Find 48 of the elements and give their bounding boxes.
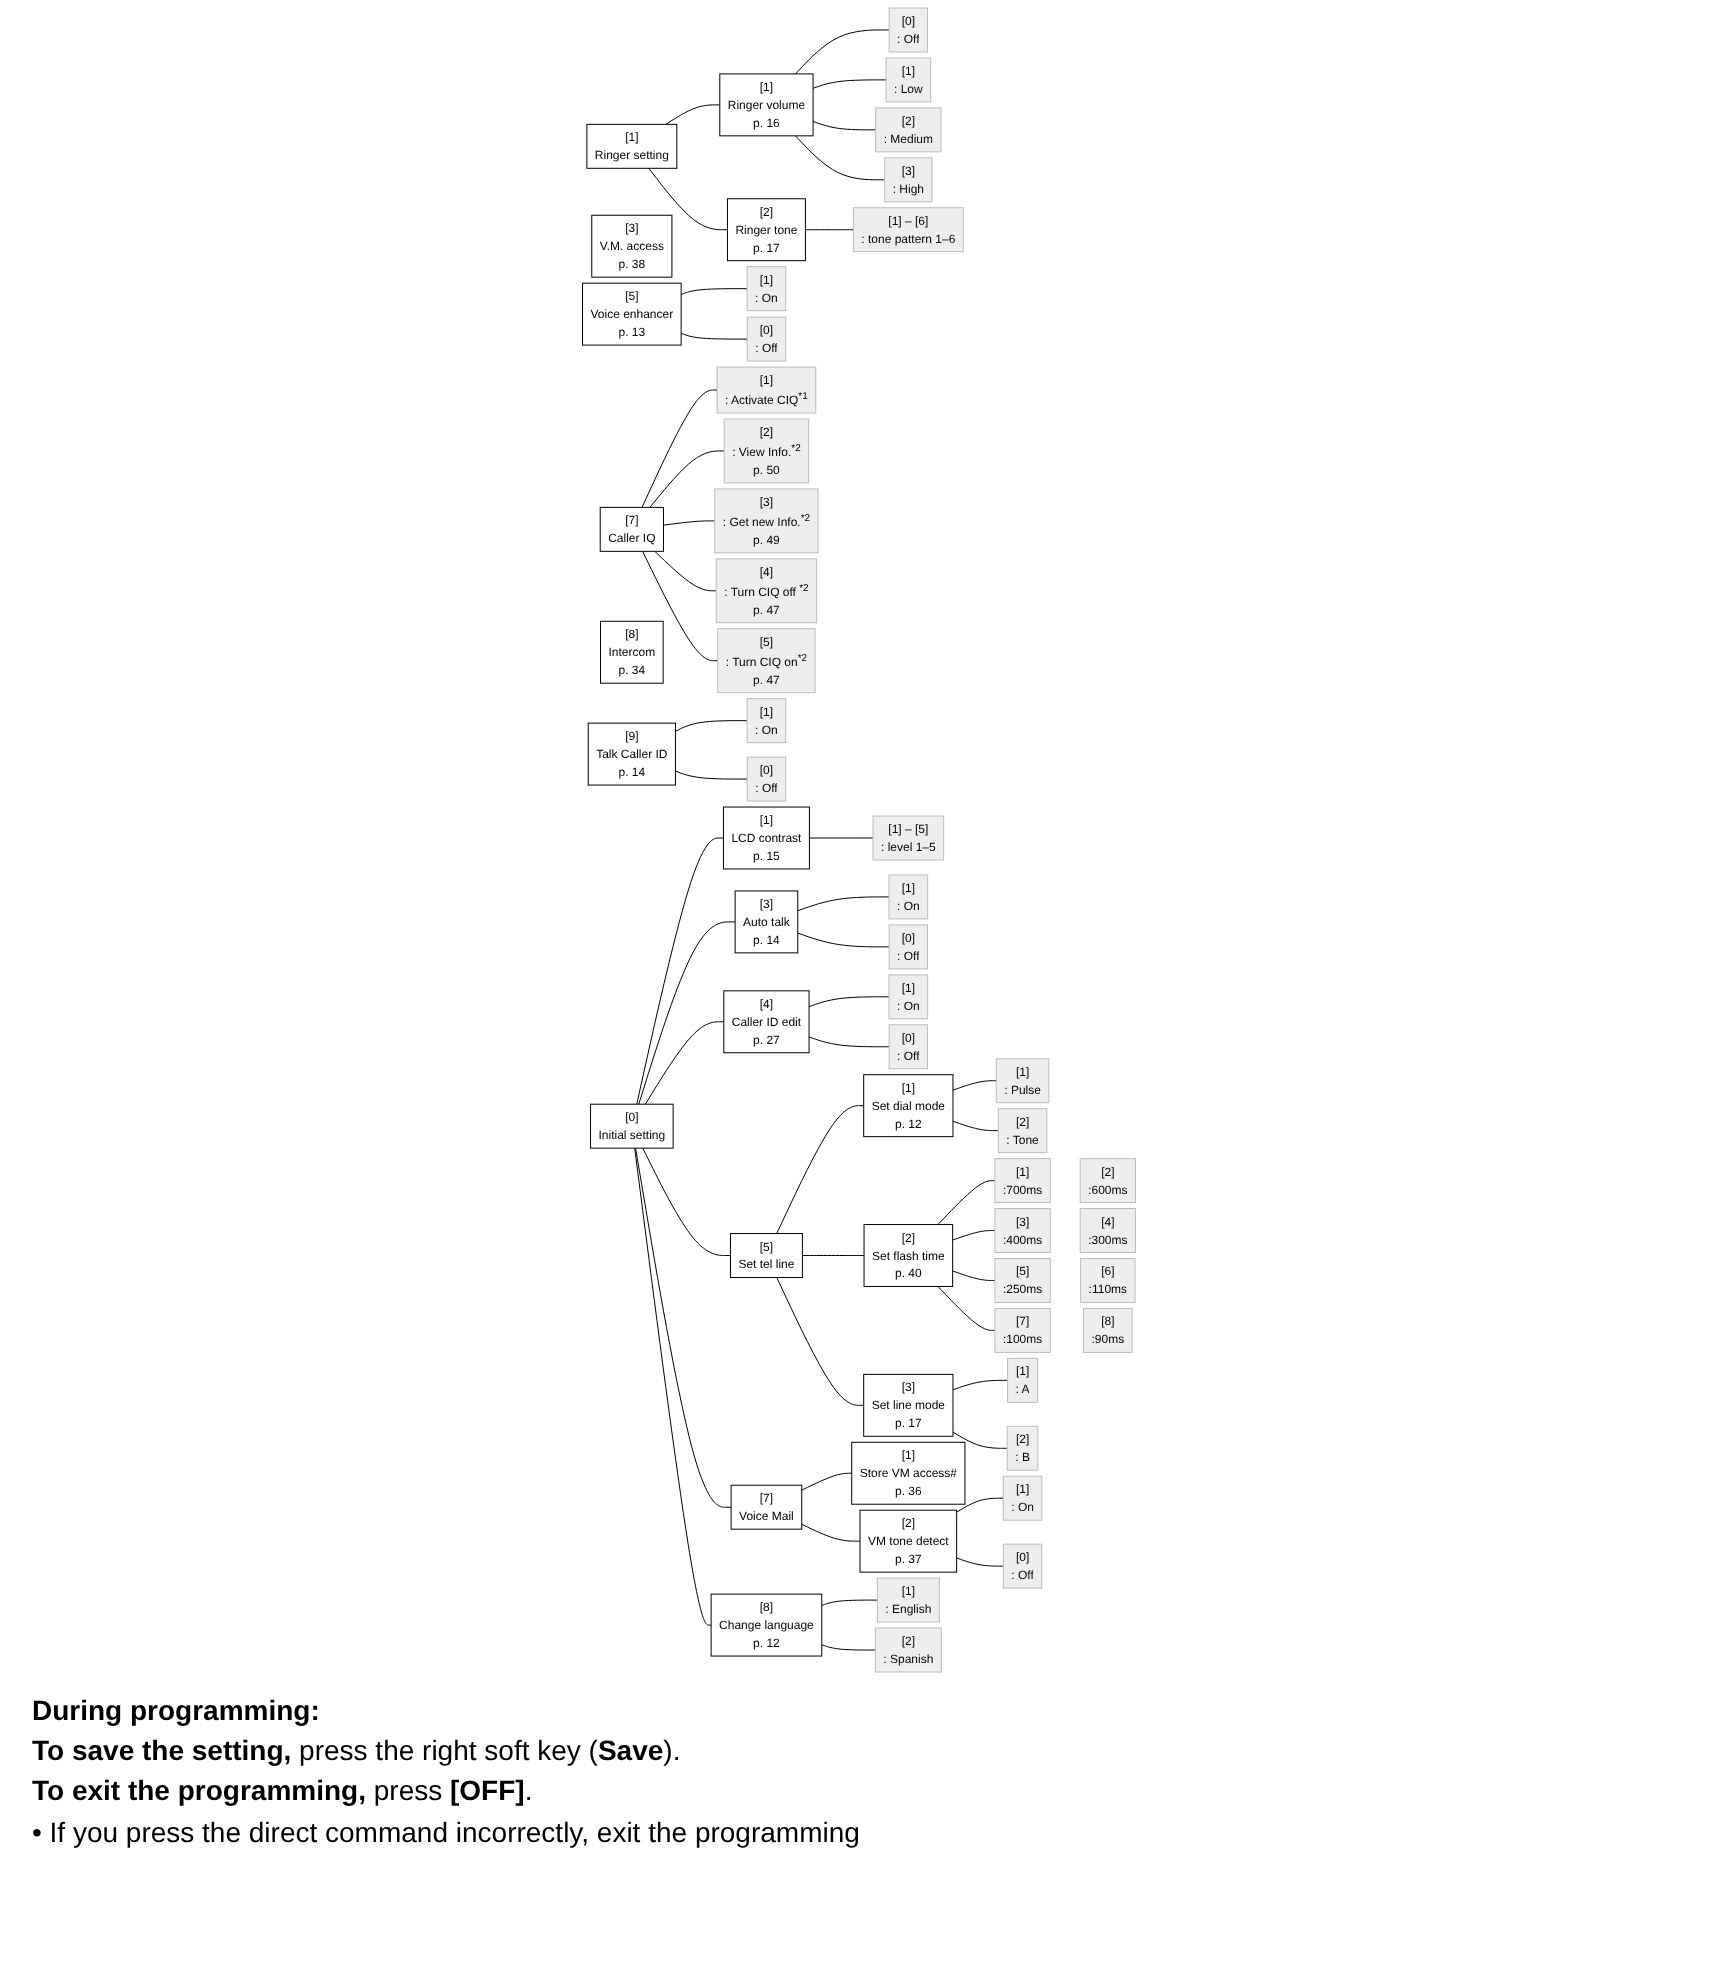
connector <box>680 288 748 296</box>
connector <box>776 1105 865 1235</box>
connector <box>795 29 890 75</box>
connector <box>634 1147 712 1626</box>
note-text: To exit the programming, press [OFF]. <box>32 1772 535 1810</box>
connector <box>636 837 724 1105</box>
connector <box>797 896 890 912</box>
connector <box>674 720 748 732</box>
connector <box>952 1120 999 1132</box>
connector <box>937 1285 996 1331</box>
connector <box>956 1497 1004 1513</box>
connector <box>776 1277 865 1406</box>
connector <box>956 1557 1004 1567</box>
connector <box>654 550 717 592</box>
connector <box>952 1230 996 1241</box>
connector <box>644 1021 725 1105</box>
connector <box>642 550 719 662</box>
connector <box>674 770 748 780</box>
connector <box>821 1599 878 1606</box>
connector <box>648 167 728 231</box>
connector <box>662 520 716 526</box>
connector <box>801 1255 865 1256</box>
note-text: • If you press the direct command incorrectly, exit the programming <box>32 1813 862 1850</box>
connector <box>635 1147 732 1508</box>
connector <box>952 1431 1008 1449</box>
connector <box>801 1472 853 1491</box>
connector <box>801 1523 861 1542</box>
connector <box>952 1379 1009 1391</box>
connector <box>808 1036 890 1048</box>
connector <box>937 1180 996 1226</box>
connector <box>812 120 877 131</box>
connector <box>680 332 748 340</box>
connector <box>795 135 886 181</box>
connector <box>812 79 887 89</box>
connector <box>641 389 718 508</box>
connector <box>952 1080 997 1091</box>
connector <box>665 104 721 125</box>
connector <box>808 996 890 1008</box>
connector <box>804 229 854 231</box>
connector <box>952 1270 996 1281</box>
connector <box>821 1644 876 1651</box>
connector <box>649 450 725 508</box>
connector <box>808 837 874 839</box>
connector <box>642 1147 731 1256</box>
note-text: To save the setting, press the right soft key (Save). <box>32 1732 683 1769</box>
connector <box>797 932 890 948</box>
connector <box>638 921 736 1105</box>
section-heading: During programming: <box>32 1692 322 1729</box>
